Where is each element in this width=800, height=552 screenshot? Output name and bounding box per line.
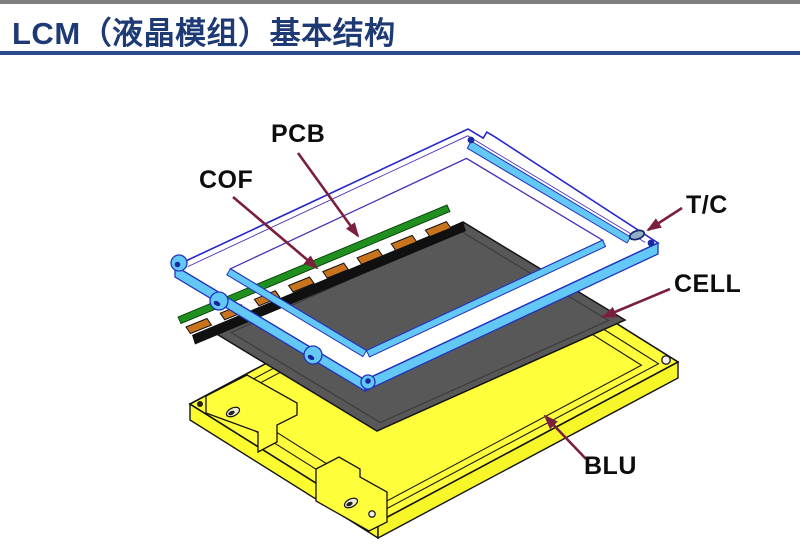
- cell-edge-strip: [192, 221, 466, 345]
- frame-ear-2: [303, 345, 323, 365]
- frame-ear-2-hole: [307, 354, 315, 361]
- label-pcb: PCB: [271, 120, 326, 148]
- frame-inset-outline: [187, 135, 646, 268]
- blu-screw-hole-right: [661, 355, 671, 365]
- label-blu: BLU: [584, 452, 637, 480]
- cof-pad: [424, 220, 452, 238]
- blu-left-bracket: [205, 374, 298, 454]
- cof-pad: [356, 248, 384, 265]
- page-title: LCM（液晶模组）基本结构: [12, 16, 396, 51]
- frame-screw-dot-top: [467, 136, 475, 144]
- cof-pad: [185, 317, 213, 335]
- cof-pad: [390, 234, 418, 252]
- frame-face: [175, 129, 658, 380]
- cof-pad: [322, 262, 350, 279]
- label-tc: T/C: [686, 191, 728, 219]
- frame-ear-1: [209, 291, 229, 311]
- frame-ear-1-hole: [213, 300, 221, 307]
- cof-pad: [287, 276, 315, 293]
- leader-line-tc: [646, 206, 683, 232]
- frame-flange-top-right: [466, 140, 632, 244]
- leader-line-cell: [601, 287, 671, 319]
- frame-flange-lower-left: [226, 268, 368, 358]
- leader-line-cof: [232, 196, 319, 270]
- leader-lines: [232, 152, 683, 460]
- title-underline: [0, 51, 800, 55]
- blu-screw-dot-left: [197, 401, 203, 407]
- blu-screw-hole-bottom: [368, 510, 376, 518]
- frame-flange-lower-right: [365, 239, 607, 358]
- label-cof: COF: [199, 166, 254, 194]
- leader-line-blu: [543, 414, 587, 460]
- leader-line-pcb: [296, 152, 360, 238]
- frame-layer: [170, 136, 659, 393]
- tc-hole: [628, 229, 646, 241]
- frame-screw-dot-left: [174, 261, 181, 268]
- label-cell: CELL: [674, 270, 742, 298]
- frame-screw-dot-right: [647, 239, 655, 247]
- blu-bottom-bracket-hole-shadow: [346, 501, 353, 507]
- top-gray-bar: [0, 0, 800, 4]
- frame-screw-dot-bottom: [365, 378, 371, 384]
- blu-left-bracket-hole-shadow: [228, 410, 235, 416]
